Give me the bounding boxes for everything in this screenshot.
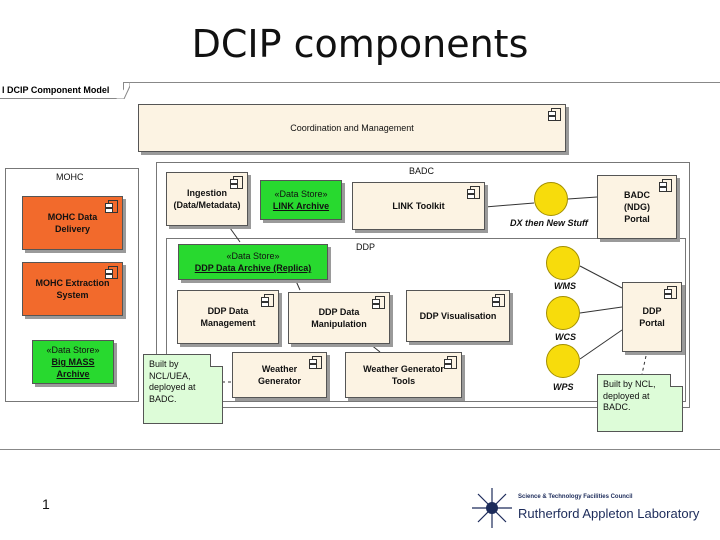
wcs-label: WCS <box>555 332 576 342</box>
wps-label: WPS <box>553 382 574 392</box>
component-icon <box>492 294 505 307</box>
ddp-data-archive[interactable]: «Data Store» DDP Data Archive (Replica) <box>178 244 328 280</box>
wcs-interface[interactable] <box>546 296 580 330</box>
dx-label: DX then New Stuff <box>510 218 588 228</box>
weather-generator-label: Weather Generator <box>257 364 301 386</box>
note-fold <box>670 374 683 387</box>
big-mass-label: Big MASS Archive <box>51 357 95 379</box>
ddp-portal[interactable]: DDP Portal <box>622 282 682 352</box>
ddp-archive-stereotype: «Data Store» <box>226 251 280 261</box>
mohc-label: MOHC <box>56 172 84 182</box>
mohc-data-delivery[interactable]: MOHC Data Delivery <box>22 196 123 250</box>
note-ncl: Built by NCL, deployed at BADC. <box>597 374 683 432</box>
ingestion-component[interactable]: Ingestion (Data/Metadata) <box>166 172 248 226</box>
component-icon <box>548 108 561 121</box>
component-icon <box>261 294 274 307</box>
badc-portal-label: BADC (NDG) Portal <box>624 190 650 224</box>
big-mass-stereotype: «Data Store» <box>46 345 100 355</box>
note-fold <box>210 354 223 367</box>
weather-tools-label: Weather Generator Tools <box>363 364 444 386</box>
component-icon <box>659 179 672 192</box>
note-ncl-uea: Built by NCL/UEA, deployed at BADC. <box>143 354 223 424</box>
component-model-frame <box>0 82 720 450</box>
page-number: 1 <box>42 496 50 512</box>
component-icon <box>309 356 322 369</box>
ddp-visualisation[interactable]: DDP Visualisation <box>406 290 510 342</box>
component-icon <box>467 186 480 199</box>
dx-interface[interactable] <box>534 182 568 216</box>
component-icon <box>105 266 118 279</box>
ddp-label: DDP <box>356 242 376 252</box>
coordination-component[interactable]: Coordination and Management <box>138 104 566 152</box>
ddp-portal-label: DDP Portal <box>639 306 665 328</box>
stfc-council-text: Science & Technology Facilities Council <box>518 494 633 500</box>
ddp-archive-label: DDP Data Archive (Replica) <box>194 263 312 273</box>
mohc-extraction-label: MOHC Extraction System <box>35 278 110 300</box>
component-icon <box>105 200 118 213</box>
big-mass-archive[interactable]: «Data Store» Big MASS Archive <box>32 340 114 384</box>
ingestion-label: Ingestion (Data/Metadata) <box>173 188 241 210</box>
component-icon <box>444 356 457 369</box>
ddp-data-manipulation[interactable]: DDP Data Manipulation <box>288 292 390 344</box>
weather-generator[interactable]: Weather Generator <box>232 352 327 398</box>
link-archive-stereotype: «Data Store» <box>274 189 328 199</box>
badc-portal[interactable]: BADC (NDG) Portal <box>597 175 677 239</box>
weather-generator-tools[interactable]: Weather Generator Tools <box>345 352 462 398</box>
component-icon <box>230 176 243 189</box>
ddp-data-management[interactable]: DDP Data Management <box>177 290 279 344</box>
ddp-visualisation-label: DDP Visualisation <box>419 311 497 321</box>
ral-text: Rutherford Appleton Laboratory <box>518 506 700 521</box>
coordination-label: Coordination and Management <box>290 123 414 133</box>
link-archive-label: LINK Archive <box>272 201 330 211</box>
link-toolkit[interactable]: LINK Toolkit <box>352 182 485 230</box>
component-icon <box>664 286 677 299</box>
slide-title: DCIP components <box>191 22 529 66</box>
mohc-data-delivery-label: MOHC Data Delivery <box>47 212 98 234</box>
component-icon <box>372 296 385 309</box>
mohc-extraction-system[interactable]: MOHC Extraction System <box>22 262 123 316</box>
wms-interface[interactable] <box>546 246 580 280</box>
frame-tab-corner <box>116 82 130 99</box>
note-ncl-uea-text: Built by NCL/UEA, deployed at BADC. <box>149 359 196 404</box>
stfc-logo: Science & Technology Facilities Council … <box>470 484 710 532</box>
badc-label: BADC <box>409 166 435 176</box>
link-toolkit-label: LINK Toolkit <box>392 201 445 211</box>
wps-interface[interactable] <box>546 344 580 378</box>
ddp-manipulation-label: DDP Data Manipulation <box>311 307 367 329</box>
wms-label: WMS <box>554 281 576 291</box>
link-archive[interactable]: «Data Store» LINK Archive <box>260 180 342 220</box>
stfc-starburst-icon <box>472 488 512 528</box>
ddp-management-label: DDP Data Management <box>200 306 256 328</box>
note-ncl-text: Built by NCL, deployed at BADC. <box>603 379 656 412</box>
ddp-package <box>166 238 686 402</box>
